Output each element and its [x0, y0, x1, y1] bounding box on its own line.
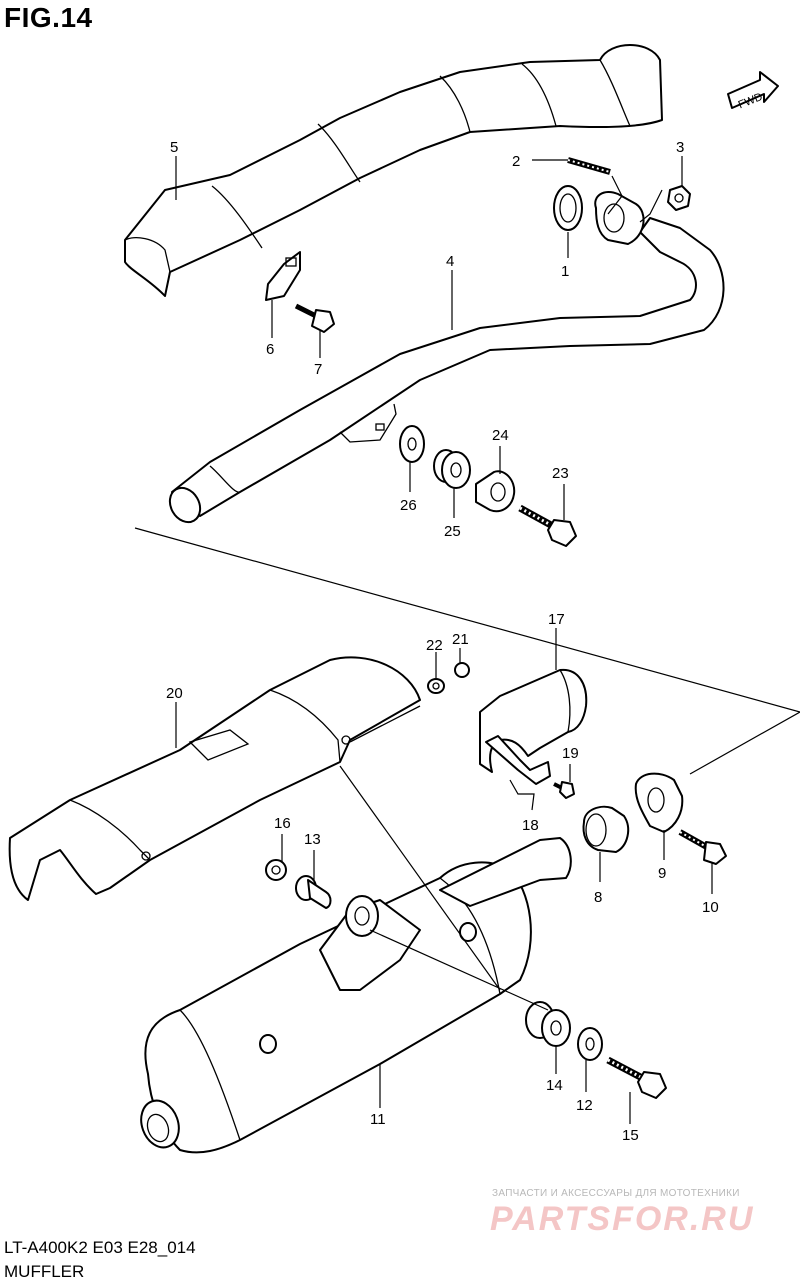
callout-23: 23	[552, 465, 569, 482]
fwd-arrow-icon: FWD	[727, 71, 779, 111]
callout-11: 11	[370, 1111, 386, 1128]
callout-3: 3	[676, 139, 684, 156]
figure-subtitle: MUFFLER	[4, 1262, 85, 1281]
cover-cap	[454, 662, 470, 678]
tail-cover-clamp	[485, 735, 551, 785]
clamp-bolt	[678, 829, 727, 865]
flange-stud	[567, 157, 611, 175]
tail-pipe-cover	[479, 668, 588, 773]
callout-5: 5	[170, 139, 178, 156]
callout-17: 17	[548, 611, 565, 628]
callout-20: 20	[166, 685, 183, 702]
muffler-bolt	[606, 1056, 667, 1099]
joint-sleeve	[582, 805, 630, 853]
exhaust-pipe-cover	[124, 44, 663, 297]
heat-cover-bracket	[265, 251, 301, 301]
callout-1: 1	[561, 263, 569, 280]
watermark-tagline: ЗАПЧАСТИ И АКСЕССУАРЫ ДЛЯ МОТОТЕХНИКИ	[492, 1188, 740, 1199]
callout-25: 25	[444, 523, 461, 540]
callout-13: 13	[304, 831, 321, 848]
pipe-gasket	[553, 185, 583, 231]
callout-4: 4	[446, 253, 454, 270]
pipe-clamp	[634, 772, 684, 833]
muffler-washer	[577, 1027, 603, 1061]
mount-bolt	[518, 504, 577, 547]
watermark-logo: PARTSFOR.RU	[490, 1200, 755, 1238]
callout-10: 10	[702, 899, 719, 916]
callout-12: 12	[576, 1097, 593, 1114]
bracket-bolt	[294, 303, 335, 333]
exhaust-pipe	[168, 217, 725, 524]
cover-nut	[427, 678, 445, 694]
callout-16: 16	[274, 815, 291, 832]
callout-8: 8	[594, 889, 602, 906]
callout-22: 22	[426, 637, 443, 654]
muffler-heat-cover	[8, 656, 421, 901]
figure-title: FIG.14	[4, 2, 93, 33]
mount-grommet	[433, 449, 471, 489]
callout-7: 7	[314, 361, 322, 378]
muffler-collar	[295, 875, 332, 909]
muffler-grommet	[525, 1001, 571, 1047]
callout-24: 24	[492, 427, 509, 444]
leader-lines	[175, 156, 713, 1124]
mount-washer	[399, 425, 425, 463]
flange-nut	[667, 185, 691, 211]
callout-14: 14	[546, 1077, 563, 1094]
callout-26: 26	[400, 497, 417, 514]
muffler-nut	[265, 859, 287, 881]
clamp-screw	[553, 781, 575, 799]
callout-18: 18	[522, 817, 539, 834]
mount-collar	[475, 470, 516, 513]
callout-15: 15	[622, 1127, 639, 1144]
muffler-body	[140, 837, 572, 1154]
callout-6: 6	[266, 341, 274, 358]
callout-21: 21	[452, 631, 469, 648]
callout-2: 2	[512, 153, 520, 170]
callout-19: 19	[562, 745, 579, 762]
callout-9: 9	[658, 865, 666, 882]
pipe-flange	[594, 190, 645, 245]
model-code: LT-A400K2 E03 E28_014	[4, 1238, 196, 1257]
